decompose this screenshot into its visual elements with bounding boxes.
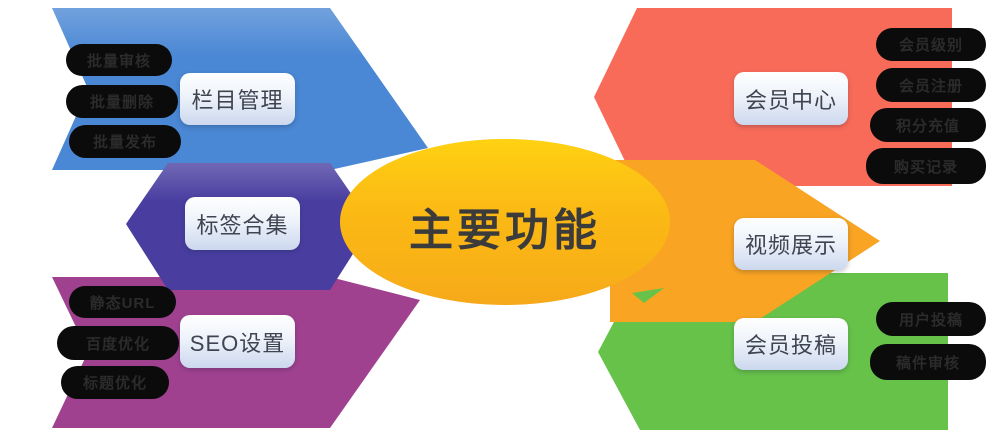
center-node-label: 主要功能 xyxy=(409,206,601,255)
node-column-management: 栏目管理 xyxy=(180,73,295,125)
leaf-pill: 会员注册 xyxy=(876,68,986,102)
node-label: 栏目管理 xyxy=(191,88,284,113)
node-label: 视频展示 xyxy=(744,233,837,258)
node-video-display: 视频展示 xyxy=(734,218,848,270)
leaf-pill: 稿件审核 xyxy=(870,344,986,380)
leaf-pill: 用户投稿 xyxy=(876,302,986,336)
node-member-center: 会员中心 xyxy=(734,72,848,125)
leaf-pill: 批量发布 xyxy=(69,125,181,158)
leaf-pill: 百度优化 xyxy=(57,326,179,360)
fragment-red-arrow xyxy=(634,136,666,151)
node-label: SEO设置 xyxy=(189,330,286,356)
leaf-pill: 购买记录 xyxy=(866,148,986,184)
node-label: 会员中心 xyxy=(744,87,837,113)
leaf-pill: 批量删除 xyxy=(66,85,178,118)
leaf-pill: 静态URL xyxy=(69,286,176,318)
node-label: 会员投稿 xyxy=(744,333,837,358)
center-node-highlight xyxy=(340,139,670,305)
node-seo-settings: SEO设置 xyxy=(180,315,295,368)
fragment-green-arrow xyxy=(632,288,664,303)
node-member-submission: 会员投稿 xyxy=(734,318,848,370)
leaf-pill: 标题优化 xyxy=(61,366,169,399)
leaf-pill: 会员级别 xyxy=(876,28,986,61)
fragment-blue-arrow xyxy=(348,138,380,157)
node-label: 标签合集 xyxy=(196,212,289,238)
node-tag-collection: 标签合集 xyxy=(185,197,300,250)
leaf-pill: 批量审核 xyxy=(66,44,172,76)
fragment-magenta-arrow xyxy=(382,295,414,311)
leaf-pill: 积分充值 xyxy=(870,108,986,142)
